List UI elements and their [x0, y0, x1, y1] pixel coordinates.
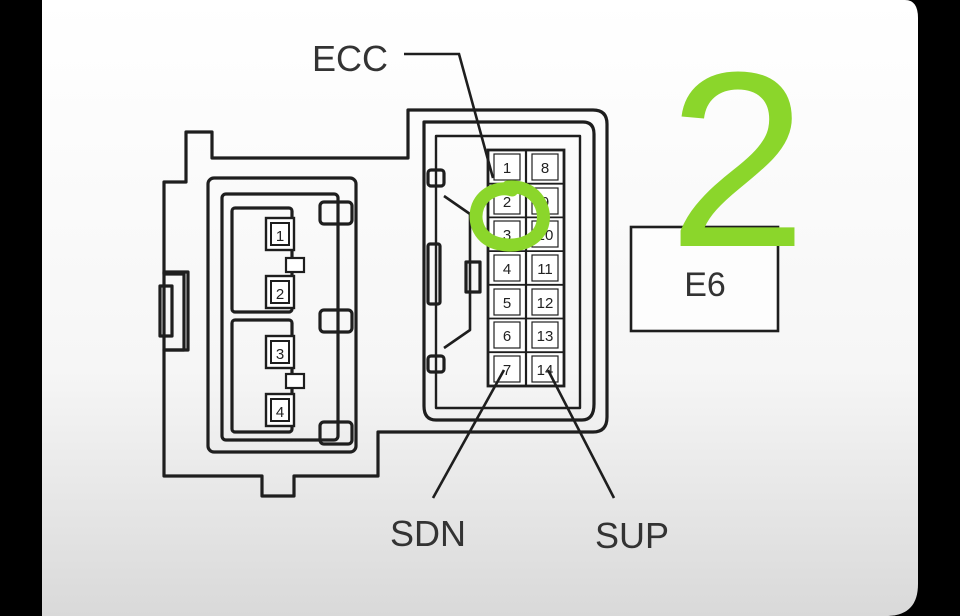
right-pin-label: 12: [537, 295, 554, 312]
paper-background: [42, 0, 918, 616]
right-pin-label: 5: [503, 295, 511, 312]
left-pin-cell: 4: [264, 392, 296, 428]
connector-id-label: E6: [684, 266, 726, 304]
left-pin-cell: 2: [264, 274, 296, 310]
right-pin-label: 11: [537, 261, 553, 278]
sup-leader-line: [546, 369, 616, 499]
left-pin-label: 1: [276, 228, 284, 245]
right-pin-label: 8: [541, 160, 549, 177]
right-pin-label: 2: [503, 194, 511, 211]
green-circle-annotation: [469, 180, 550, 252]
connector-id-box: E6: [629, 225, 780, 333]
right-pin-label: 7: [503, 362, 511, 379]
right-pin-label: 13: [537, 328, 554, 345]
right-pin-label: 6: [503, 328, 511, 345]
leader-lines: [404, 52, 616, 499]
left-pin-label: 2: [276, 286, 284, 303]
right-pin-label: 1: [503, 160, 511, 177]
right-pin-label: 3: [503, 227, 511, 244]
left-pin-cell: 3: [264, 334, 296, 370]
sup-callout-label: SUP: [595, 515, 669, 556]
green-number-annotation: 2: [668, 20, 807, 299]
ecc-leader-line: [404, 52, 495, 179]
left-pin-block: 1 2 3 4: [264, 216, 306, 428]
left-pin-label: 4: [276, 404, 284, 421]
ecc-callout-label: ECC: [312, 38, 388, 79]
right-pin-label: 4: [503, 261, 511, 278]
sdn-leader-line: [431, 369, 506, 499]
left-pin-cell: 1: [264, 216, 296, 252]
sdn-callout-label: SDN: [390, 513, 466, 554]
left-pin-label: 3: [276, 346, 284, 363]
